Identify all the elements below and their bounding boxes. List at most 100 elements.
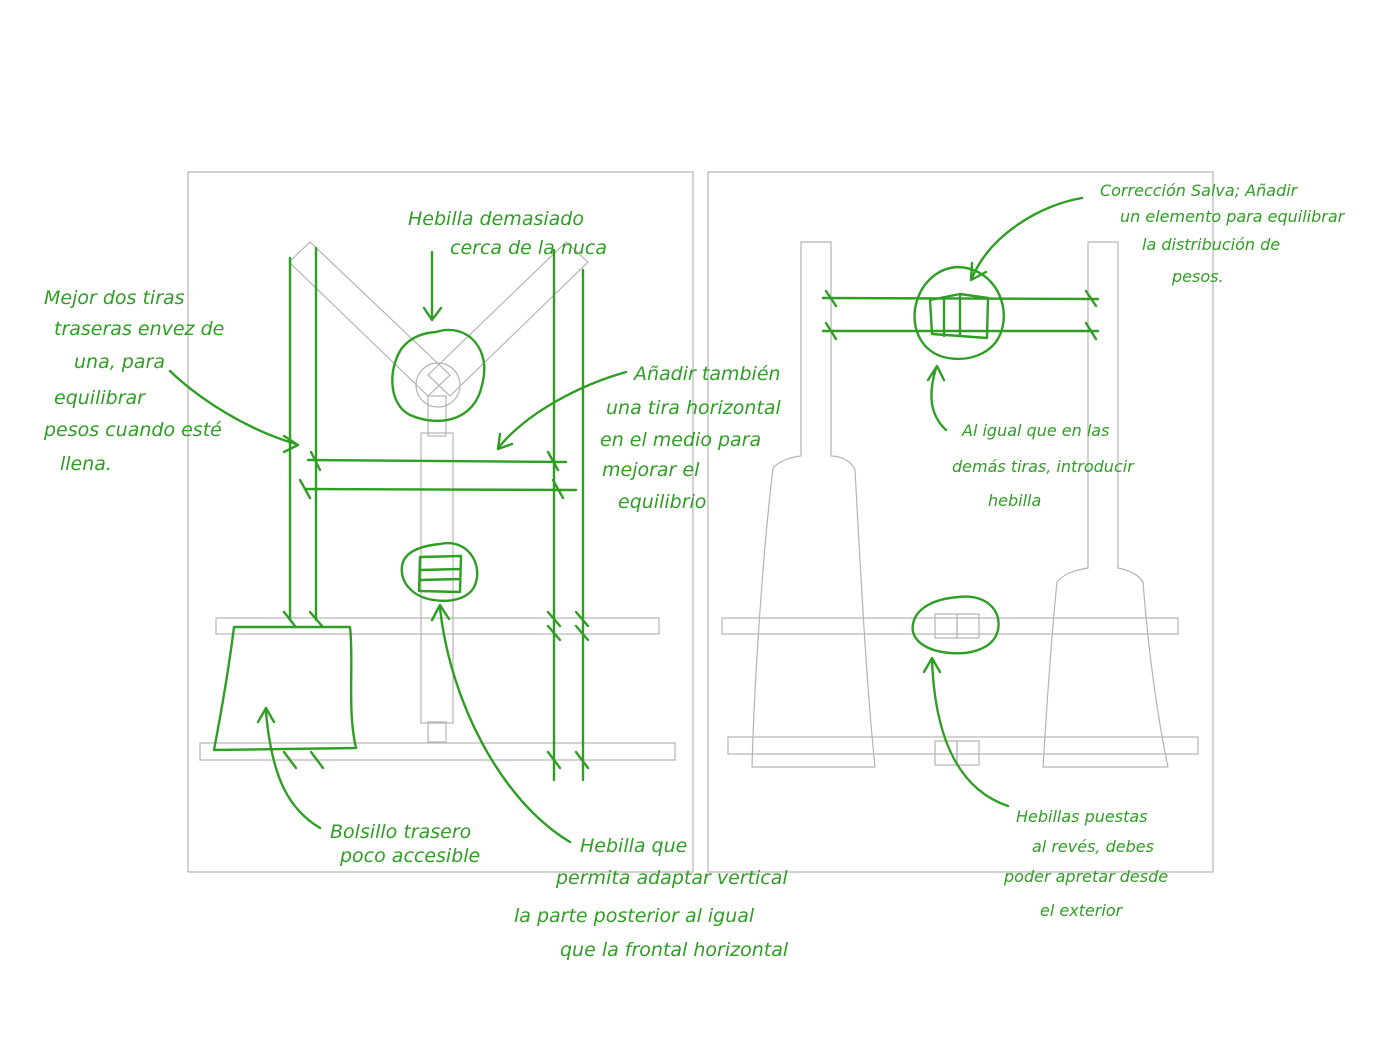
note-same-as-straps: Al igual que en las demás tiras, introdu… bbox=[952, 421, 1135, 510]
note-line: poco accesible bbox=[339, 845, 480, 867]
note-line: Bolsillo trasero bbox=[330, 821, 471, 843]
right-added-straps bbox=[552, 248, 585, 782]
svg-text:Hebilla que: Hebilla que bbox=[580, 835, 687, 857]
right-shoulder-strap bbox=[427, 241, 589, 397]
svg-text:que la frontal horizontal: que la frontal horizontal bbox=[560, 939, 789, 961]
annotation-arrows bbox=[168, 196, 1084, 844]
left-front-strap bbox=[751, 241, 876, 768]
svg-text:hebilla: hebilla bbox=[988, 491, 1041, 510]
svg-text:la distribución de: la distribución de bbox=[1142, 235, 1280, 254]
svg-text:permita adaptar vertical: permita adaptar vertical bbox=[555, 867, 788, 889]
svg-text:pesos.: pesos. bbox=[1171, 267, 1224, 286]
svg-text:traseras envez de: traseras envez de bbox=[54, 318, 224, 340]
svg-text:pesos cuando esté: pesos cuando esté bbox=[43, 419, 222, 441]
note-line: equilibrar bbox=[54, 387, 146, 409]
note-line: Hebilla demasiado bbox=[408, 208, 584, 230]
center-buckle-icon bbox=[417, 554, 463, 594]
arrow-up-to-chest-buckle bbox=[926, 364, 948, 432]
svg-text:Mejor dos tiras: Mejor dos tiras bbox=[44, 287, 185, 309]
front-lower-belt bbox=[727, 736, 1199, 755]
svg-text:cerca de la nuca: cerca de la nuca bbox=[450, 237, 607, 259]
note-line: una, para bbox=[74, 351, 165, 373]
note-line: mejorar el bbox=[602, 459, 700, 481]
note-horizontal-strap: Añadir también una tira horizontal en el… bbox=[600, 363, 781, 513]
note-two-straps: Mejor dos tiras traseras envez de una, p… bbox=[43, 287, 224, 475]
svg-text:en el medio para: en el medio para bbox=[600, 429, 761, 451]
note-line: Mejor dos tiras bbox=[44, 287, 185, 309]
note-neck-buckle: Hebilla demasiado cerca de la nuca bbox=[408, 208, 607, 259]
lower-stitch-marks bbox=[282, 750, 590, 770]
note-line: en el medio para bbox=[600, 429, 761, 451]
note-line: Al igual que en las bbox=[961, 421, 1109, 440]
note-vertical-buckle: Hebilla que permita adaptar vertical la … bbox=[514, 835, 789, 961]
note-line: Hebilla que bbox=[580, 835, 687, 857]
chest-stitch-marks bbox=[824, 289, 1098, 341]
svg-text:al revés, debes: al revés, debes bbox=[1032, 837, 1154, 856]
note-line: la distribución de bbox=[1142, 235, 1280, 254]
note-line: una tira horizontal bbox=[606, 397, 781, 419]
front-buckle-right bbox=[956, 613, 980, 639]
arrow-to-horizontal-strap bbox=[496, 370, 628, 451]
svg-text:llena.: llena. bbox=[60, 453, 112, 475]
note-line: llena. bbox=[60, 453, 112, 475]
upper-belt bbox=[215, 617, 660, 635]
arrow-to-neck-buckle bbox=[422, 250, 443, 322]
svg-text:un elemento para equilibrar: un elemento para equilibrar bbox=[1120, 207, 1346, 226]
note-line: la parte posterior al igual bbox=[514, 905, 755, 927]
note-reversed-buckles: Hebillas puestas al revés, debes poder a… bbox=[1003, 807, 1168, 920]
center-strap-bottom bbox=[427, 721, 447, 743]
note-line: hebilla bbox=[988, 491, 1041, 510]
note-line: Añadir también bbox=[632, 363, 781, 385]
arrow-to-belt-buckles bbox=[922, 656, 1010, 808]
note-line: cerca de la nuca bbox=[450, 237, 607, 259]
arrow-to-center-buckle bbox=[430, 603, 572, 844]
center-strap bbox=[420, 432, 454, 724]
arrow-to-left-straps bbox=[168, 369, 300, 454]
svg-text:Corrección Salva; Añadir: Corrección Salva; Añadir bbox=[1100, 181, 1299, 200]
note-line: permita adaptar vertical bbox=[555, 867, 788, 889]
note-line: un elemento para equilibrar bbox=[1120, 207, 1346, 226]
left-added-straps bbox=[288, 246, 318, 622]
svg-text:equilibrar: equilibrar bbox=[54, 387, 146, 409]
neck-buckle-outline bbox=[415, 362, 461, 408]
added-horizontal-straps bbox=[304, 458, 578, 492]
neck-buckle-circle bbox=[391, 328, 486, 423]
svg-text:Hebilla demasiado: Hebilla demasiado bbox=[408, 208, 584, 230]
note-line: demás tiras, introducir bbox=[952, 457, 1135, 476]
note-line: Hebillas puestas bbox=[1016, 807, 1147, 826]
note-line: que la frontal horizontal bbox=[560, 939, 789, 961]
svg-text:mejorar el: mejorar el bbox=[602, 459, 700, 481]
chest-buckle-circle bbox=[913, 265, 1006, 361]
back-view-frame bbox=[187, 171, 694, 873]
center-buckle-circle bbox=[400, 541, 479, 602]
back-pocket bbox=[212, 625, 358, 752]
svg-text:una, para: una, para bbox=[74, 351, 165, 373]
svg-text:el exterior: el exterior bbox=[1040, 901, 1124, 920]
svg-text:la parte posterior al igual: la parte posterior al igual bbox=[514, 905, 755, 927]
front-view-panel bbox=[707, 171, 1214, 873]
center-strap-top bbox=[427, 395, 447, 437]
note-line: poder apretar desde bbox=[1003, 867, 1168, 886]
note-line: equilibrio bbox=[618, 491, 706, 513]
svg-text:una tira horizontal: una tira horizontal bbox=[606, 397, 781, 419]
svg-text:Hebillas puestas: Hebillas puestas bbox=[1016, 807, 1147, 826]
svg-text:Al igual que en las: Al igual que en las bbox=[961, 421, 1109, 440]
arrow-to-chest-buckle bbox=[969, 196, 1084, 282]
front-view-frame bbox=[707, 171, 1214, 873]
lower-belt bbox=[199, 742, 676, 761]
front-lower-buckle-left bbox=[934, 740, 958, 766]
svg-text:demás tiras, introducir: demás tiras, introducir bbox=[952, 457, 1135, 476]
arrow-to-back-pocket bbox=[256, 706, 322, 830]
svg-text:Bolsillo trasero: Bolsillo trasero bbox=[330, 821, 471, 843]
note-line: el exterior bbox=[1040, 901, 1124, 920]
svg-text:equilibrio: equilibrio bbox=[618, 491, 706, 513]
strap-stitch-marks bbox=[298, 450, 565, 500]
note-line: pesos cuando esté bbox=[43, 419, 222, 441]
svg-text:Añadir también: Añadir también bbox=[632, 363, 781, 385]
left-shoulder-strap bbox=[288, 241, 451, 397]
note-line: al revés, debes bbox=[1032, 837, 1154, 856]
front-upper-belt bbox=[721, 617, 1179, 635]
svg-text:poder apretar desde: poder apretar desde bbox=[1003, 867, 1168, 886]
note-back-pocket: Bolsillo trasero poco accesible bbox=[330, 821, 480, 867]
